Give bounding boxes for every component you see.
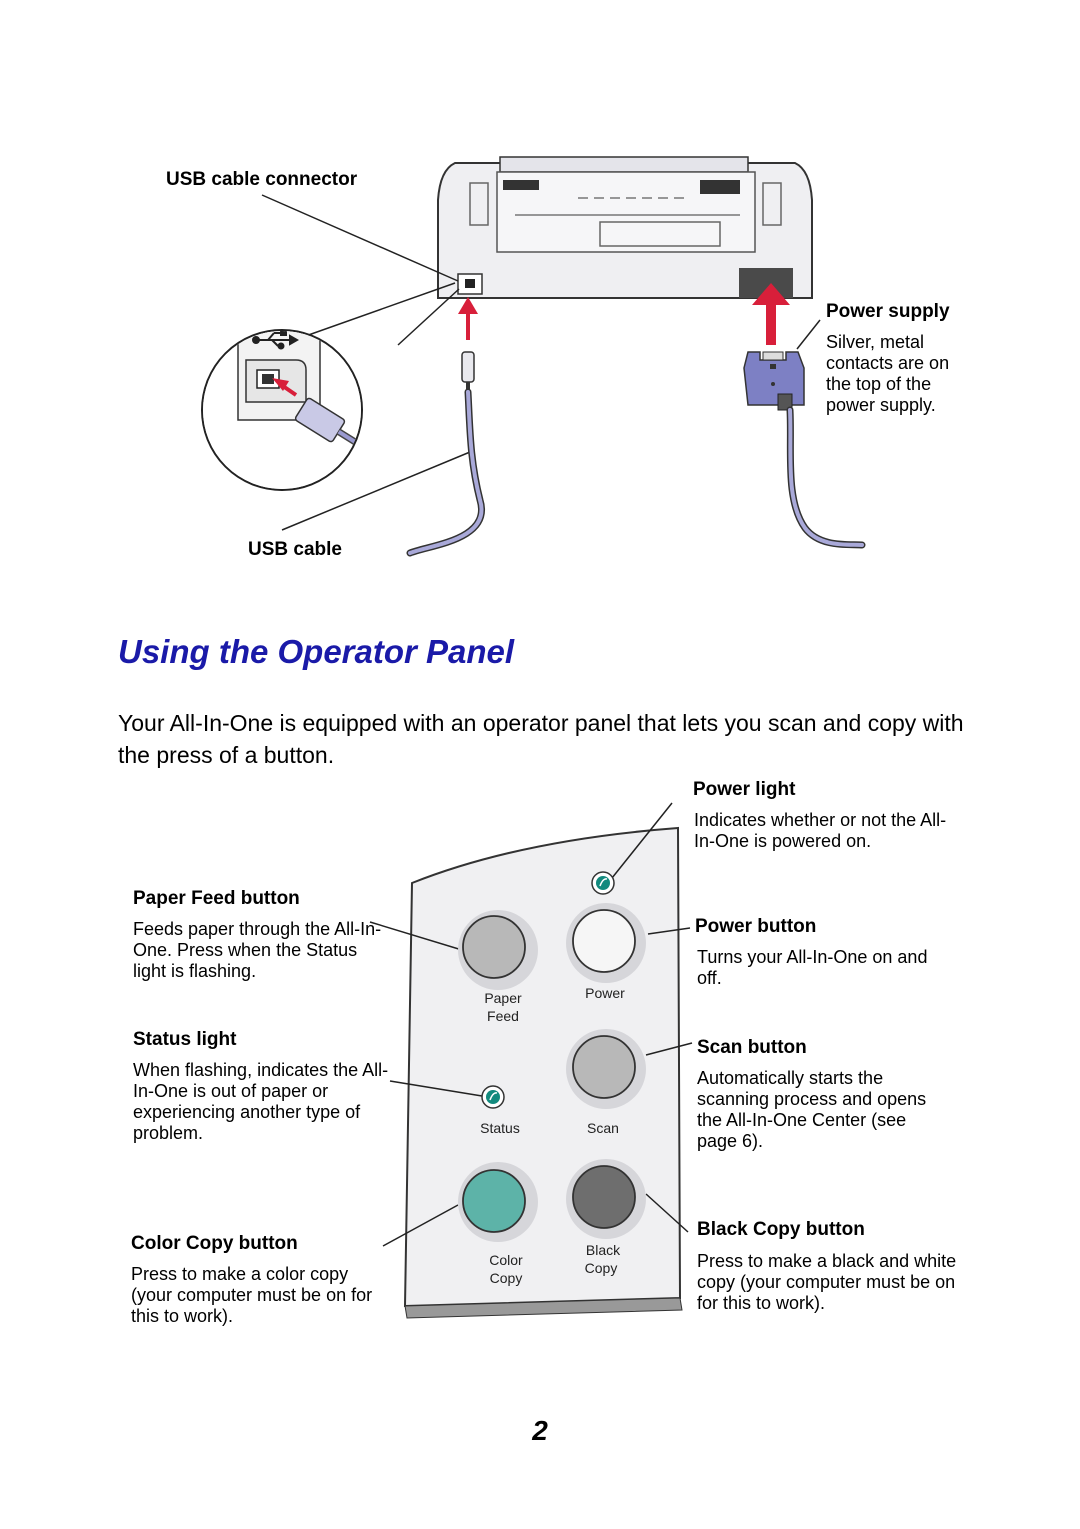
black-copy-desc: Press to make a black and white copy (yo… (697, 1251, 957, 1313)
status-text: Status (480, 1120, 520, 1136)
power-light-desc: Indicates whether or not the All-In-One … (694, 810, 947, 851)
power-supply-label: Power supply (826, 301, 950, 322)
usb-cable-label: USB cable (248, 539, 342, 560)
power-button-title: Power button (695, 916, 817, 937)
black-copy-text-2: Copy (585, 1260, 618, 1276)
scan-button-shape (572, 1035, 636, 1099)
power-supply-description: Silver, metal contacts are on the top of… (826, 332, 950, 415)
color-copy-text-1: Color (489, 1252, 523, 1268)
black-copy-button-shape (572, 1165, 636, 1229)
paper-feed-title: Paper Feed button (133, 888, 300, 909)
paper-feed-text-1: Paper (484, 990, 522, 1006)
paper-feed-desc: Feeds paper through the All-In-One. Pres… (133, 919, 382, 981)
section-title: Using the Operator Panel (118, 633, 515, 670)
usb-port-zoom (201, 329, 363, 491)
color-copy-button-shape (462, 1169, 526, 1233)
usb-connector-label: USB cable connector (166, 169, 358, 190)
color-copy-desc: Press to make a color copy (your compute… (131, 1264, 373, 1326)
section-intro: Your All-In-One is equipped with an oper… (118, 710, 964, 768)
scan-button-title: Scan button (697, 1037, 807, 1058)
power-light-title: Power light (693, 779, 796, 800)
scan-text: Scan (587, 1120, 619, 1136)
power-text: Power (585, 985, 625, 1001)
black-copy-text-1: Black (586, 1242, 621, 1258)
status-light-desc: When flashing, indicates the All-In-One … (133, 1060, 389, 1143)
status-light-icon (481, 1085, 505, 1109)
usb-cable-drawing (406, 351, 485, 557)
paper-feed-button-shape (462, 915, 526, 979)
power-light-icon (591, 871, 615, 895)
printer-back-illustration (201, 156, 866, 557)
color-copy-text-2: Copy (490, 1270, 523, 1286)
status-light-title: Status light (133, 1029, 237, 1050)
page-number: 2 (532, 1415, 548, 1446)
paper-feed-text-2: Feed (487, 1008, 519, 1024)
color-copy-title: Color Copy button (131, 1233, 298, 1254)
power-button-shape (572, 909, 636, 973)
power-supply-drawing (743, 351, 866, 549)
scan-button-desc: Automatically starts the scanning proces… (697, 1068, 927, 1151)
black-copy-title: Black Copy button (697, 1219, 865, 1240)
power-button-desc: Turns your All-In-One on and off. (697, 947, 928, 988)
